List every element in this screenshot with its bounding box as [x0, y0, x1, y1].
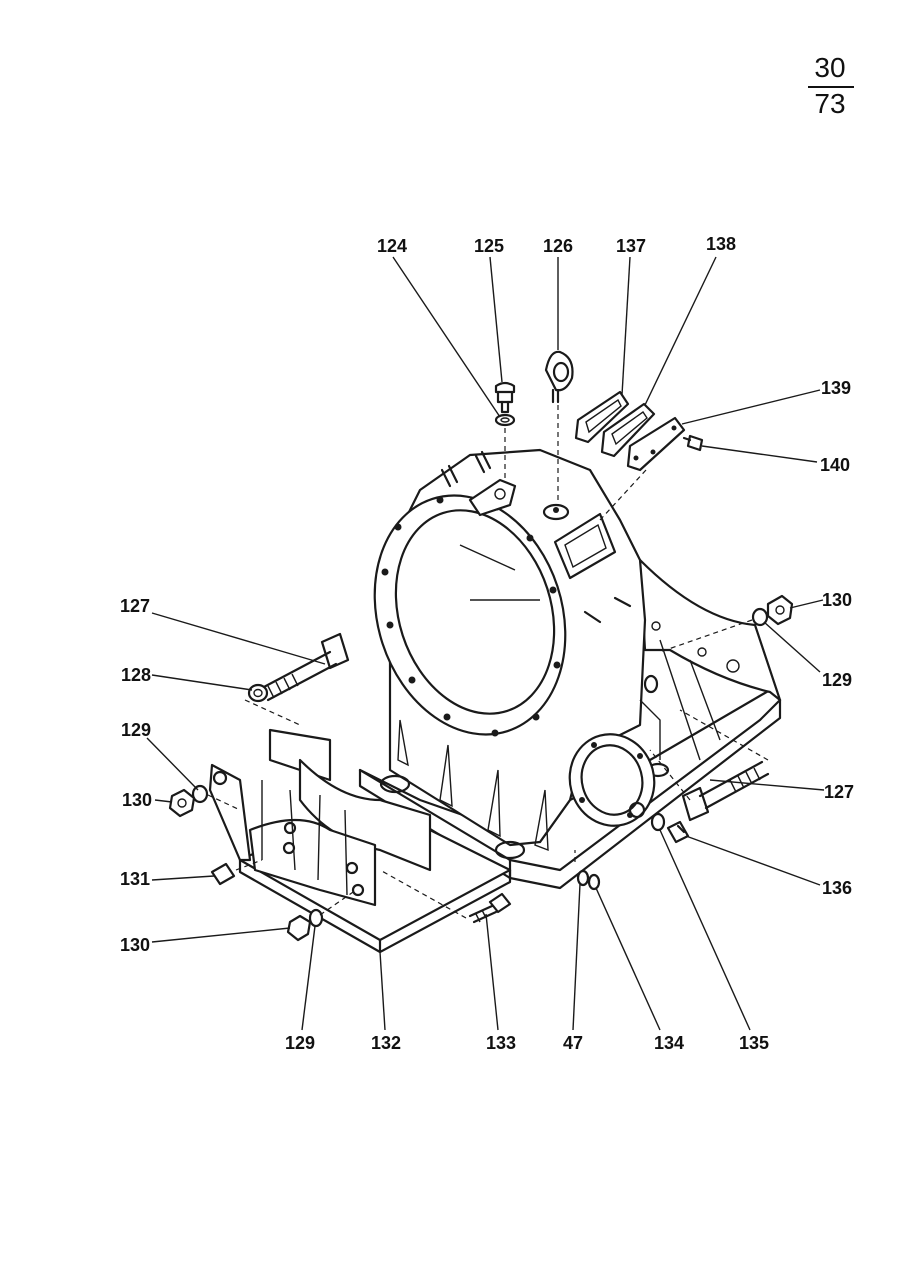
nut-130-bottom — [286, 914, 312, 942]
bolt-127-left — [260, 632, 350, 702]
page-total: 73 — [814, 88, 846, 119]
bell-housing-opening — [394, 509, 556, 715]
page-fraction-rule — [808, 86, 854, 88]
leader-lines — [146, 256, 825, 1031]
callout-132: 132 — [371, 1033, 401, 1053]
assembly-dashed-lines — [207, 405, 769, 919]
washer-129-right — [751, 607, 769, 627]
washer-47 — [576, 869, 590, 887]
housing-right-bracket — [638, 558, 782, 702]
callout-138: 138 — [706, 234, 736, 254]
callout-136: 136 — [822, 878, 852, 898]
washer-134 — [587, 873, 601, 891]
callout-129-right: 129 — [822, 670, 852, 690]
callout-130-left: 130 — [122, 790, 152, 810]
eye-bolt-126 — [544, 350, 574, 404]
breather-plug-125 — [494, 381, 516, 427]
callout-127-left: 127 — [120, 596, 150, 616]
gearbox-housing — [358, 448, 782, 890]
callout-129-left: 129 — [121, 720, 151, 740]
callout-134: 134 — [654, 1033, 684, 1053]
washer-128 — [247, 683, 269, 703]
callout-129-bottom: 129 — [285, 1033, 315, 1053]
callout-137: 137 — [616, 236, 646, 256]
bolt-127-right — [681, 760, 770, 822]
callout-128: 128 — [121, 665, 151, 685]
callout-125: 125 — [474, 236, 504, 256]
callout-47: 47 — [563, 1033, 583, 1053]
callout-131: 131 — [120, 869, 150, 889]
callout-127-right: 127 — [824, 782, 854, 802]
page-number: 30 — [814, 52, 846, 83]
nut-130-right — [766, 594, 794, 626]
callout-133: 133 — [486, 1033, 516, 1053]
callout-labels: 124 125 126 137 138 139 140 130 129 127 … — [120, 234, 854, 1053]
left-support-frame — [208, 728, 512, 954]
callout-139: 139 — [821, 378, 851, 398]
callout-124: 124 — [377, 236, 407, 256]
bolt-133 — [468, 892, 512, 924]
callout-130-right: 130 — [822, 590, 852, 610]
callout-126: 126 — [543, 236, 573, 256]
gasket-137 — [574, 390, 630, 444]
screw-140 — [686, 434, 704, 452]
callout-140: 140 — [820, 455, 850, 475]
washer-135 — [650, 812, 666, 832]
washer-129-left — [191, 784, 209, 804]
callout-130-bottom: 130 — [120, 935, 150, 955]
dowel-pin-131 — [210, 862, 236, 886]
callout-135: 135 — [739, 1033, 769, 1053]
washer-129-bottom — [308, 908, 324, 928]
cover-139 — [626, 416, 686, 472]
nut-130-left — [168, 788, 196, 818]
